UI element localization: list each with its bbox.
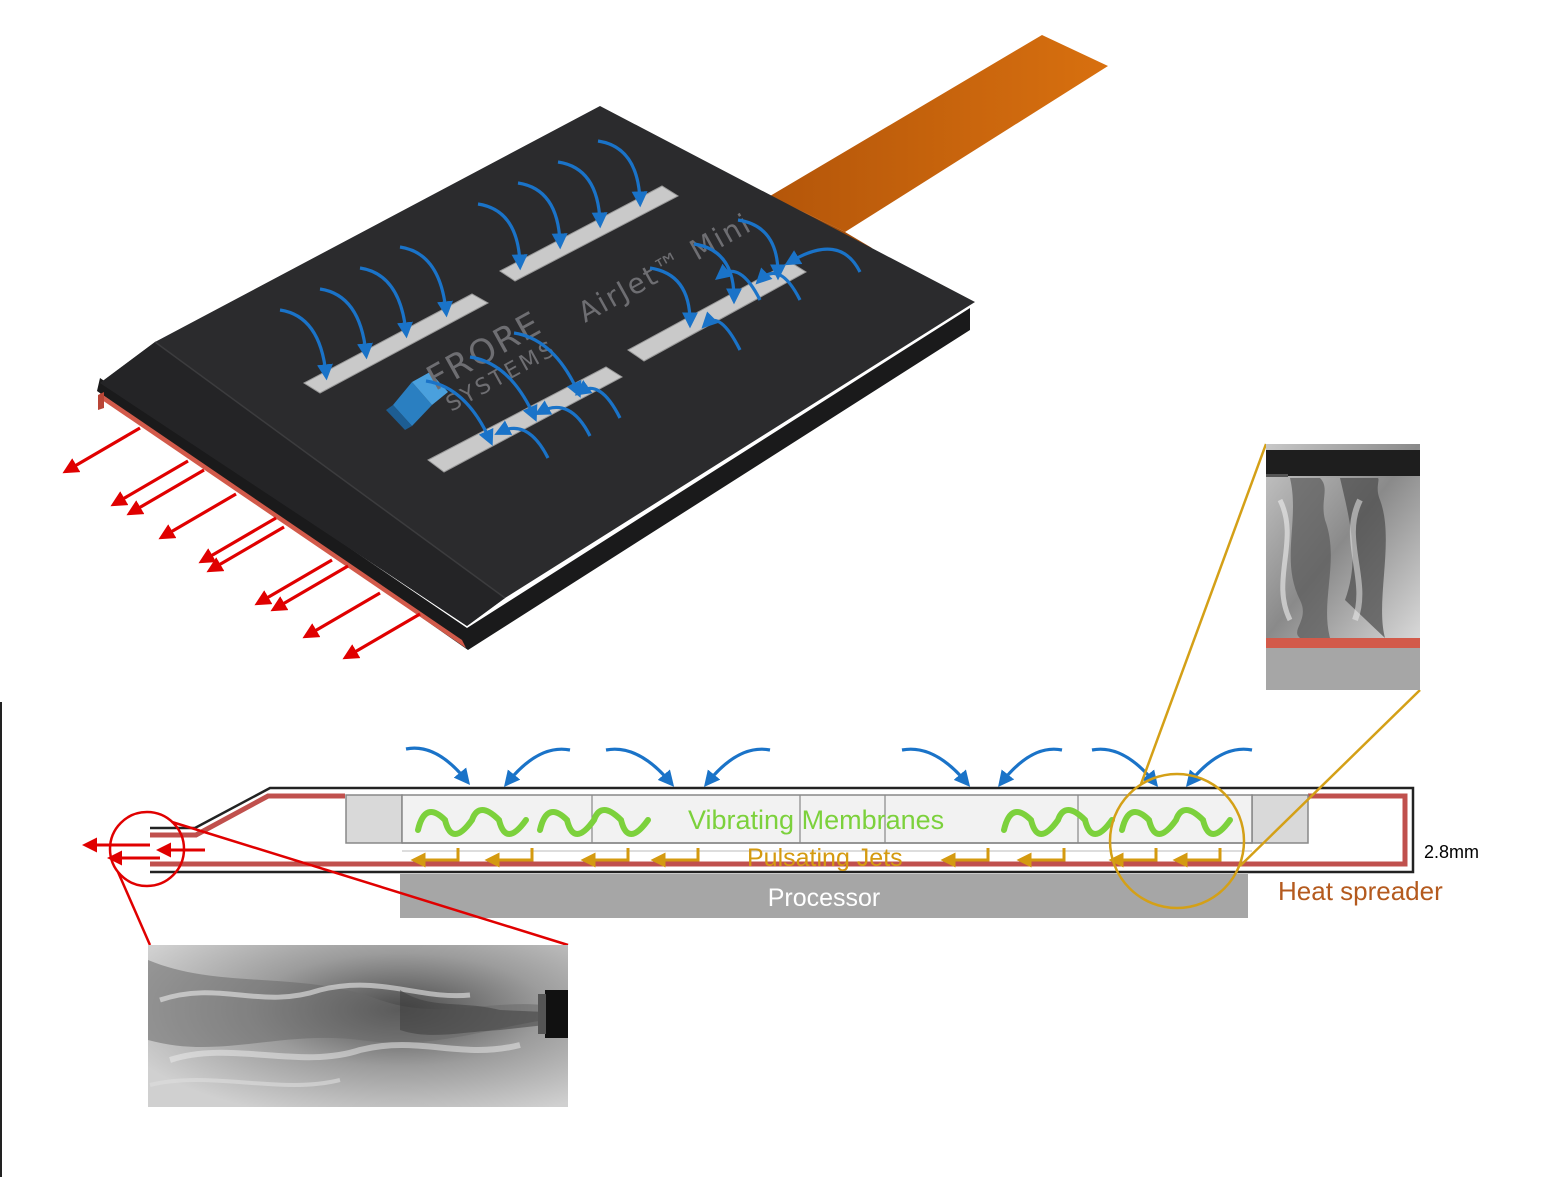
sine-wave-icon [1119, 807, 1233, 837]
airjet-device: FRORE SYSTEMS AirJet™ Mini [62, 35, 1108, 660]
sine-wave-icon [415, 807, 529, 837]
cross-section: Vibrating Membranes Pulsating Jets Proce… [0, 443, 1479, 1177]
hook-arrow-icon [1172, 848, 1222, 868]
sine-wave-icon [1001, 807, 1115, 837]
curved-arrow-icon [503, 747, 571, 787]
straight-arrow-icon [302, 591, 381, 639]
processor [400, 874, 1248, 918]
cross-section-exhaust-arrows [82, 837, 205, 866]
jet-callout-circle [1108, 772, 1246, 910]
straight-arrow-icon [126, 468, 205, 516]
straight-arrow-icon [110, 459, 189, 507]
curved-arrow-icon [649, 266, 698, 329]
curved-arrow-icon [998, 747, 1063, 788]
curved-arrow-icon [359, 266, 413, 339]
curved-arrow-icon [425, 379, 494, 446]
curved-arrow-icon [517, 181, 568, 250]
intake-arrows [279, 139, 862, 459]
curved-arrow-icon [405, 746, 471, 785]
curved-arrow-icon [714, 263, 762, 301]
jet-schlieren-inset [1266, 444, 1420, 690]
hook-arrow-icon [1108, 848, 1158, 868]
curved-arrow-icon [693, 242, 742, 305]
curved-arrow-icon [901, 747, 971, 787]
spacer-left [345, 794, 403, 844]
curved-arrow-icon [784, 247, 862, 273]
pulsating-jets [410, 848, 1222, 868]
sine-wave-icon [537, 807, 651, 837]
curved-arrow-icon [755, 267, 802, 301]
curved-arrow-icon [279, 308, 333, 381]
heat-spreader-edge [100, 393, 466, 648]
straight-arrow-icon [198, 516, 277, 564]
straight-arrow-icon [270, 564, 349, 612]
curved-arrow-icon [469, 355, 538, 422]
curved-arrow-icon [701, 311, 742, 351]
straight-arrow-icon [254, 558, 333, 606]
frore-diamond-logo-icon [386, 372, 448, 430]
vibrating-membranes [415, 807, 1233, 837]
curved-arrow-icon [737, 218, 786, 281]
thickness-label: 2.8mm [1424, 842, 1479, 862]
straight-arrow-icon [158, 492, 237, 540]
hook-arrow-icon [940, 848, 990, 868]
curved-arrow-icon [557, 160, 608, 229]
exhaust-arrows [62, 426, 421, 660]
vent-slot [499, 185, 680, 282]
hook-arrow-icon [580, 848, 630, 868]
hook-arrow-icon [1016, 848, 1066, 868]
jets-label: Pulsating Jets [747, 844, 903, 872]
vent-slot [302, 293, 490, 394]
curved-arrow-icon [574, 379, 622, 419]
processor-label: Processor [768, 884, 881, 912]
curved-arrow-icon [399, 245, 453, 318]
curved-arrow-icon [494, 420, 550, 459]
curved-arrow-icon [319, 287, 373, 360]
curved-arrow-icon [1091, 747, 1159, 787]
straight-arrow-icon [62, 426, 141, 474]
membranes-label: Vibrating Membranes [688, 805, 944, 835]
curved-arrow-icon [703, 747, 771, 787]
curved-arrow-icon [605, 747, 675, 787]
heat-spreader-label: Heat spreader [1278, 876, 1443, 906]
straight-arrow-icon [206, 525, 285, 573]
spacer-right [1251, 794, 1309, 844]
flex-cable [770, 35, 1108, 232]
straight-arrow-icon [342, 612, 421, 660]
exhaust-callout-circle [108, 810, 186, 888]
exhaust-schlieren-inset [148, 945, 568, 1107]
curved-arrow-icon [477, 202, 528, 271]
curved-arrow-icon [513, 331, 582, 398]
hook-arrow-icon [484, 848, 534, 868]
curved-arrow-icon [597, 139, 648, 208]
hook-arrow-icon [650, 848, 700, 868]
cross-section-intake-arrows [405, 746, 1253, 788]
curved-arrow-icon [534, 400, 592, 437]
hook-arrow-icon [410, 848, 460, 868]
